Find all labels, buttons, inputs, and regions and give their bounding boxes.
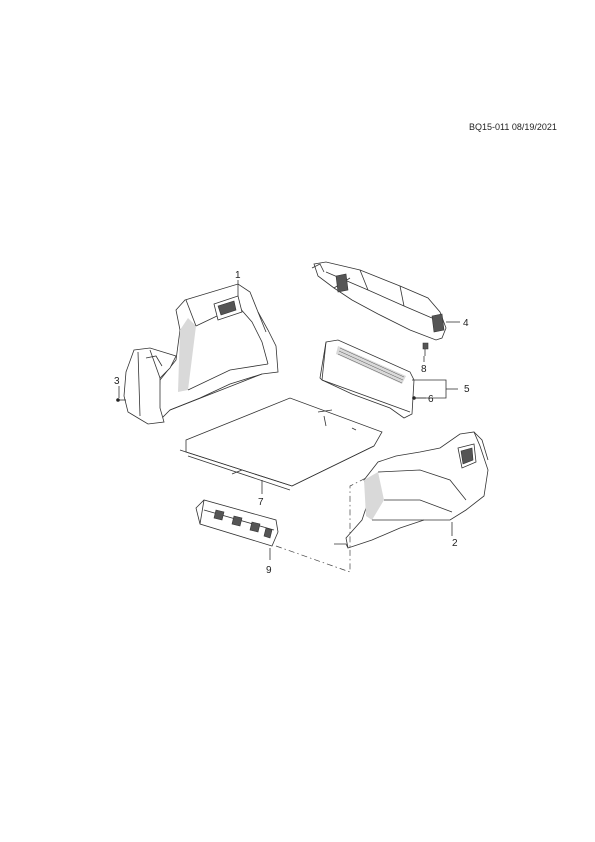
callout-2: 2 (452, 538, 458, 549)
part-4-rear-package-trim (311, 261, 447, 341)
callout-3: 3 (114, 376, 120, 387)
part-7-trunk-floor-mat (179, 397, 383, 491)
callout-6: 6 (428, 394, 434, 405)
part-1-left-trunk-side-trim (157, 283, 279, 421)
part-2-right-trunk-side-trim (334, 431, 489, 549)
leader-lines (118, 280, 460, 560)
callout-9: 9 (266, 565, 272, 576)
part-5-rear-panel-trim (319, 339, 416, 419)
callout-5: 5 (464, 384, 470, 395)
callout-8: 8 (421, 364, 427, 375)
part-8-fastener (422, 342, 429, 356)
alignment-line-sill-to-side (275, 477, 367, 573)
callout-4: 4 (463, 318, 469, 329)
callout-7: 7 (258, 497, 264, 508)
part-9-trunk-sill-plate (195, 499, 279, 547)
diagram-reference-code: BQ15-011 08/19/2021 (469, 122, 557, 132)
part-3-rear-trim-piece (116, 347, 177, 425)
callout-1: 1 (235, 270, 241, 281)
